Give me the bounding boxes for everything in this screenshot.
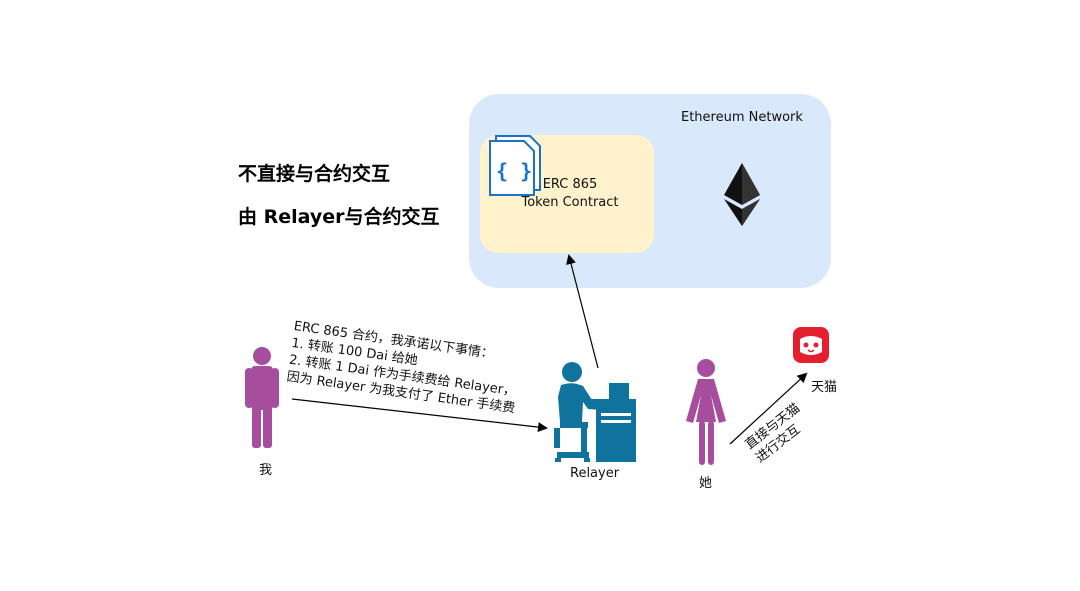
contract-name: ERC 865 xyxy=(542,177,598,192)
ethereum-network-label: Ethereum Network xyxy=(681,110,803,125)
svg-text:{ }: { } xyxy=(496,159,532,183)
relayer-to-contract-arrow xyxy=(566,254,599,369)
tmall-label: 天猫 xyxy=(811,380,838,395)
headline-line-2: 由 Relayer与合约交互 xyxy=(238,206,440,228)
her-label: 她 xyxy=(699,476,713,491)
contract-type: Token Contract xyxy=(521,195,619,210)
token-contract-label: ERC 865 Token Contract xyxy=(500,176,640,212)
headline-line-1: 不直接与合约交互 xyxy=(238,163,391,185)
me-to-relayer-arrow xyxy=(291,398,548,433)
her-to-tmall-arrow xyxy=(729,372,808,445)
relayer-label: Relayer xyxy=(570,466,620,481)
me-label: 我 xyxy=(259,463,273,478)
